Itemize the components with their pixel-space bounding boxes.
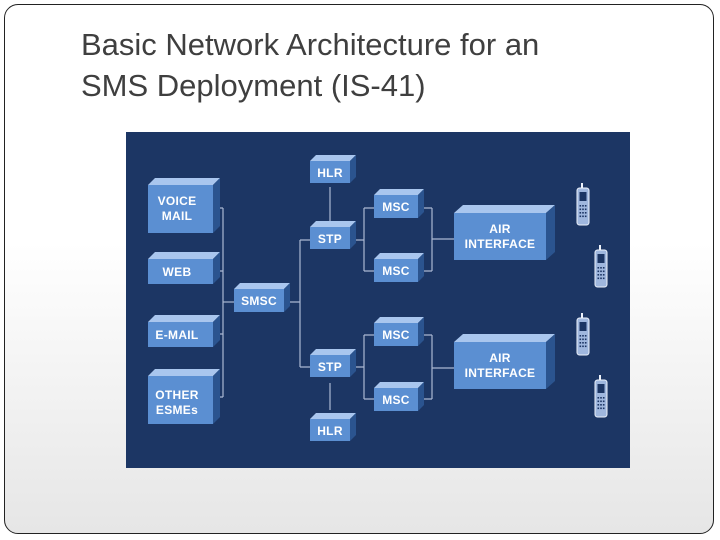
- hlr-top-node: HLR: [310, 155, 356, 183]
- msc-1-label: MSC: [382, 200, 410, 214]
- other-esmes-node: OTHER ESMEs: [148, 369, 220, 424]
- air-bottom-label-2: INTERFACE: [465, 366, 536, 380]
- msc-3-label: MSC: [382, 328, 410, 342]
- air-interface-top-node: AIR INTERFACE: [454, 205, 555, 260]
- air-bottom-label-1: AIR: [489, 351, 511, 365]
- msc-3-node: MSC: [374, 317, 424, 346]
- mobile-phone-icon-2: [594, 244, 608, 288]
- msc-2-label: MSC: [382, 264, 410, 278]
- other-esmes-label-2: ESMEs: [156, 403, 198, 417]
- voice-mail-label-2: MAIL: [162, 209, 193, 223]
- msc-4-node: MSC: [374, 382, 424, 411]
- web-node: WEB: [148, 252, 220, 284]
- network-diagram: VOICE MAIL WEB E-MAIL OTHER ESMEs: [126, 132, 630, 468]
- msc-1-node: MSC: [374, 189, 424, 218]
- stp-bottom-node: STP: [310, 349, 356, 377]
- nodes: VOICE MAIL WEB E-MAIL OTHER ESMEs: [148, 155, 555, 441]
- email-label: E-MAIL: [155, 328, 198, 342]
- stp-bottom-label: STP: [318, 360, 342, 374]
- air-top-label-1: AIR: [489, 222, 511, 236]
- email-node: E-MAIL: [148, 315, 220, 347]
- msc-4-label: MSC: [382, 393, 410, 407]
- msc-2-node: MSC: [374, 253, 424, 282]
- mobile-phone-icon-3: [576, 312, 590, 356]
- other-esmes-label-1: OTHER: [155, 388, 199, 402]
- web-label: WEB: [163, 265, 192, 279]
- hlr-top-label: HLR: [317, 166, 343, 180]
- mobile-phone-icon-1: [576, 182, 590, 226]
- title-line-2: SMS Deployment (IS-41): [81, 68, 426, 103]
- voice-mail-label-1: VOICE: [158, 194, 197, 208]
- stp-top-node: STP: [310, 221, 356, 249]
- mobile-phone-icon-4: [594, 374, 608, 418]
- air-top-label-2: INTERFACE: [465, 237, 536, 251]
- slide-title: Basic Network Architecture for an SMS De…: [81, 24, 701, 106]
- hlr-bottom-label: HLR: [317, 424, 343, 438]
- smsc-label: SMSC: [241, 294, 277, 308]
- smsc-node: SMSC: [234, 283, 290, 312]
- voice-mail-node: VOICE MAIL: [148, 178, 220, 233]
- stp-top-label: STP: [318, 232, 342, 246]
- air-interface-bottom-node: AIR INTERFACE: [454, 334, 555, 389]
- title-line-1: Basic Network Architecture for an: [81, 27, 540, 62]
- hlr-bottom-node: HLR: [310, 413, 356, 441]
